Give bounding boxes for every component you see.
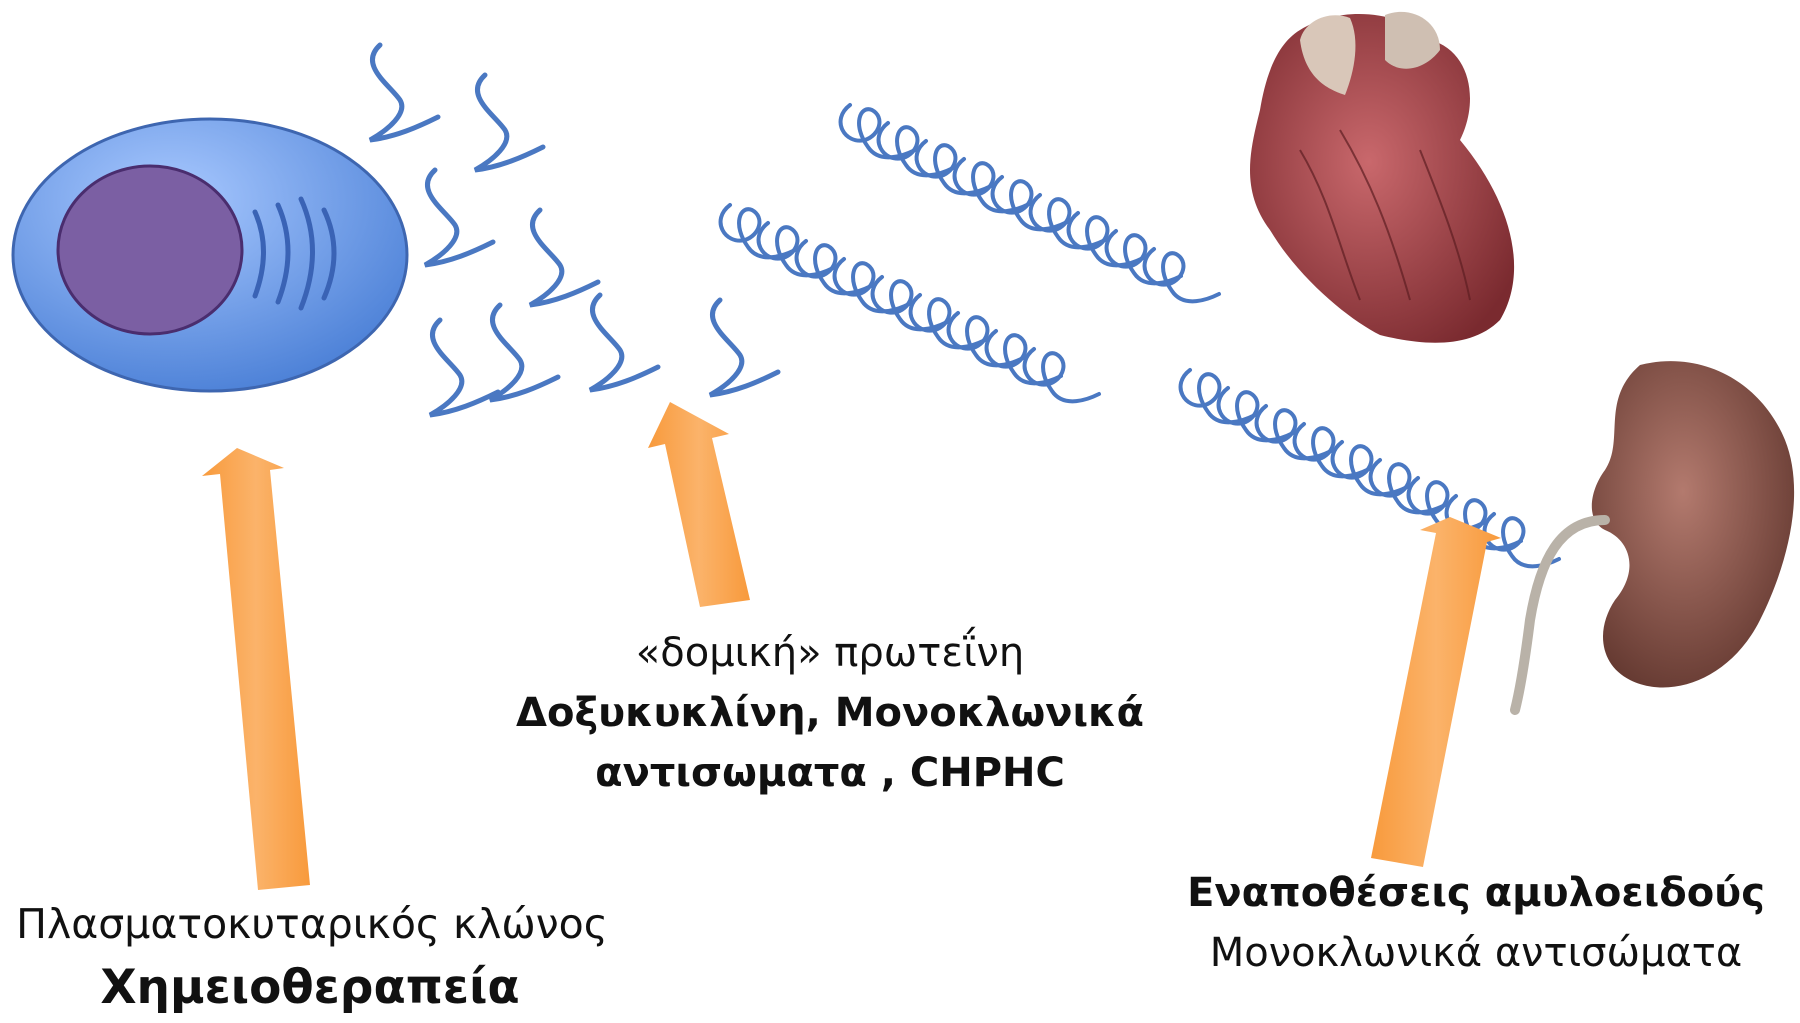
fibril-subunit	[1371, 460, 1445, 512]
protein-monomer-icon	[490, 305, 558, 400]
fibril-subunit	[1069, 213, 1143, 265]
arrow-up-icon-right	[1371, 517, 1501, 867]
fibril-subunit	[759, 223, 833, 275]
fibril-subunit	[955, 159, 1029, 211]
kidney-icon	[1515, 361, 1794, 710]
fibril-subunit	[1181, 370, 1255, 422]
heart-icon	[1250, 12, 1514, 343]
protein-monomer-icon	[475, 75, 543, 170]
plasma-clone-label: Πλασματοκυταρικός κλώνος	[8, 900, 616, 948]
protein-monomer-icon	[710, 300, 778, 395]
fibril-subunit	[873, 277, 947, 329]
protein-monomer-icon	[530, 210, 598, 305]
fibril-subunit	[993, 177, 1067, 229]
structural-protein-label: «δομική» πρωτεΐνη	[520, 630, 1140, 676]
fibril-subunit	[917, 141, 991, 193]
arrow-up-icon-left	[202, 448, 310, 890]
fibril-subunit	[949, 313, 1023, 365]
fibril-subunit	[1333, 442, 1407, 494]
protein-monomer-icon	[425, 170, 493, 265]
amyloid-fibril-icon	[1181, 370, 1559, 566]
fibril-subunit	[1145, 249, 1219, 301]
fibril-subunit	[841, 105, 915, 157]
fibril-subunit	[797, 241, 871, 293]
protein-therapy-label-line1: Δοξυκυκλίνη, Μονοκλωνικά	[470, 690, 1190, 736]
fibril-subunit	[1025, 349, 1099, 401]
protein-monomers	[370, 45, 778, 415]
fibril-subunit	[1107, 231, 1181, 283]
fibril-subunit	[911, 295, 985, 347]
protein-therapy-label-line2: αντισωματα , CHPHC	[470, 750, 1190, 796]
protein-monomer-icon	[590, 295, 658, 390]
fibril-subunit	[721, 205, 795, 257]
plasma-cell-icon	[13, 119, 407, 391]
fibril-subunit	[987, 331, 1061, 383]
fibril-subunit	[879, 123, 953, 175]
fibril-subunit	[835, 259, 909, 311]
amyloid-fibril-icon	[841, 105, 1219, 301]
arrow-up-icon-middle	[648, 402, 750, 607]
fibril-subunit	[1031, 195, 1105, 247]
protein-monomer-icon	[370, 45, 438, 140]
amyloid-deposits-label: Εναποθέσεις αμυλοειδούς	[1176, 870, 1776, 916]
protein-monomer-icon	[430, 320, 498, 415]
chemotherapy-label: Χημειοθεραπεία	[75, 960, 545, 1015]
fibril-subunit	[1219, 388, 1293, 440]
fibril-subunit	[1257, 406, 1331, 458]
monoclonal-antibodies-label: Μονοκλωνικά αντισώματα	[1176, 930, 1776, 976]
fibril-subunit	[1295, 424, 1369, 476]
